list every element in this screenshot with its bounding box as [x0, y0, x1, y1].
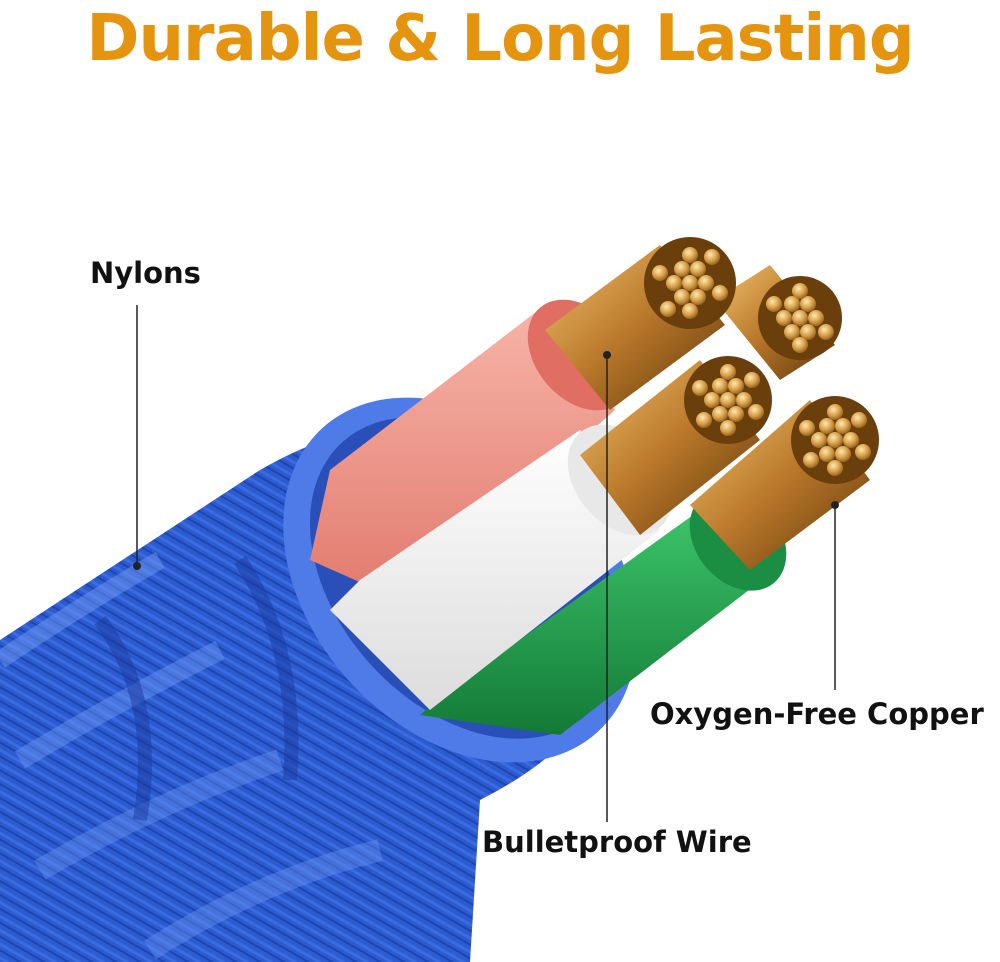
- leader-line-wire: [603, 351, 611, 822]
- callout-bulletproof-wire: Bulletproof Wire: [482, 825, 752, 859]
- callout-nylons: Nylons: [90, 256, 201, 290]
- headline: Durable & Long Lasting: [86, 2, 914, 76]
- leader-line-copper: [831, 501, 839, 690]
- leader-line-nylons: [133, 305, 141, 570]
- copper-strands: [545, 237, 879, 570]
- callout-oxygen-free-copper: Oxygen-Free Copper: [650, 697, 984, 731]
